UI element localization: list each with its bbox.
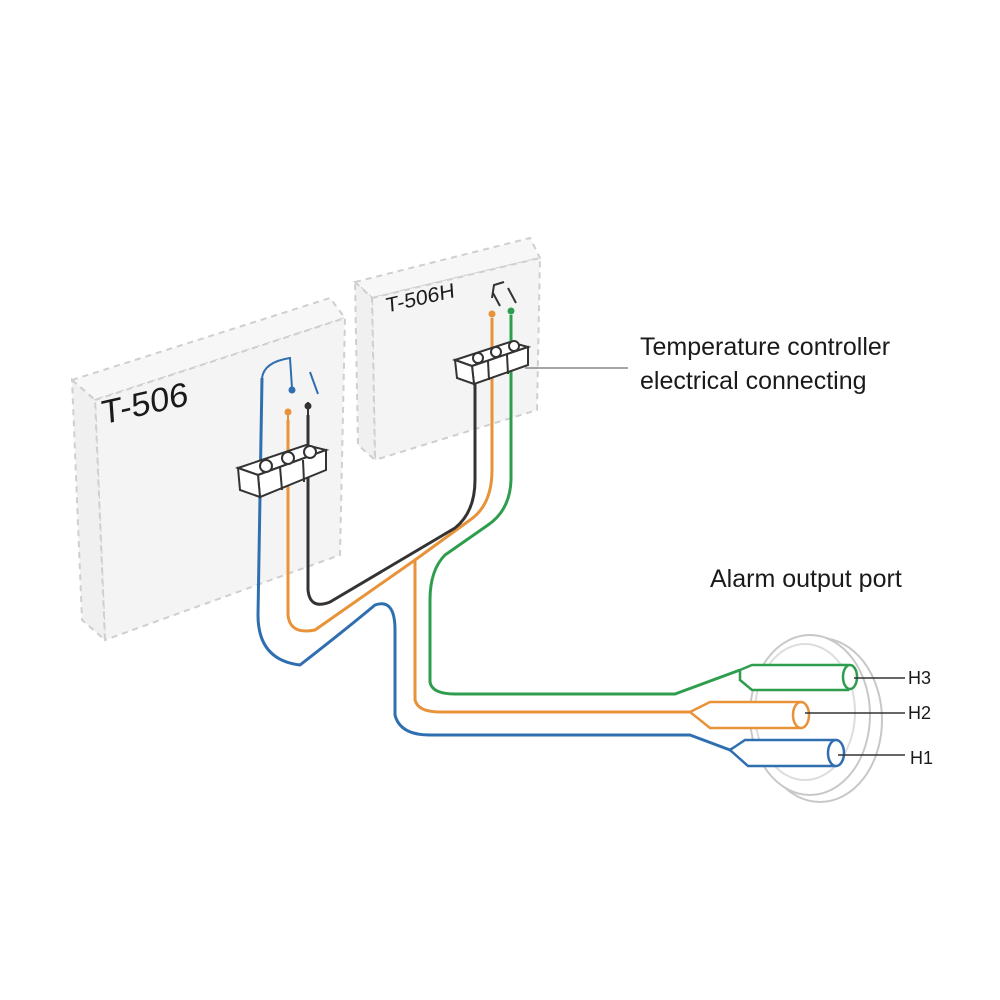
t506-terminal-block <box>234 443 330 499</box>
pin-label-h1: H1 <box>910 748 934 768</box>
wire-orange <box>286 318 705 714</box>
alarm-port-title: Alarm output port <box>710 565 902 593</box>
pin-leaders <box>805 677 905 756</box>
callout-line-1: Temperature controller <box>640 333 891 361</box>
t506h-switches <box>488 281 517 318</box>
t506h-terminal-block <box>451 340 532 386</box>
t506-switches <box>261 356 319 420</box>
wire-green <box>428 315 741 696</box>
pin-h3-cable <box>738 663 859 692</box>
callout-label: Temperature controller electrical connec… <box>640 330 980 398</box>
pin-h1-cable <box>727 738 846 768</box>
callout-line-2: electrical connecting <box>640 367 867 395</box>
pin-label-h2: H2 <box>908 703 932 723</box>
pin-label-h3: H3 <box>908 668 932 688</box>
pin-h2-cable <box>687 700 811 730</box>
t506-panel <box>70 296 347 643</box>
wire-black <box>306 375 477 606</box>
